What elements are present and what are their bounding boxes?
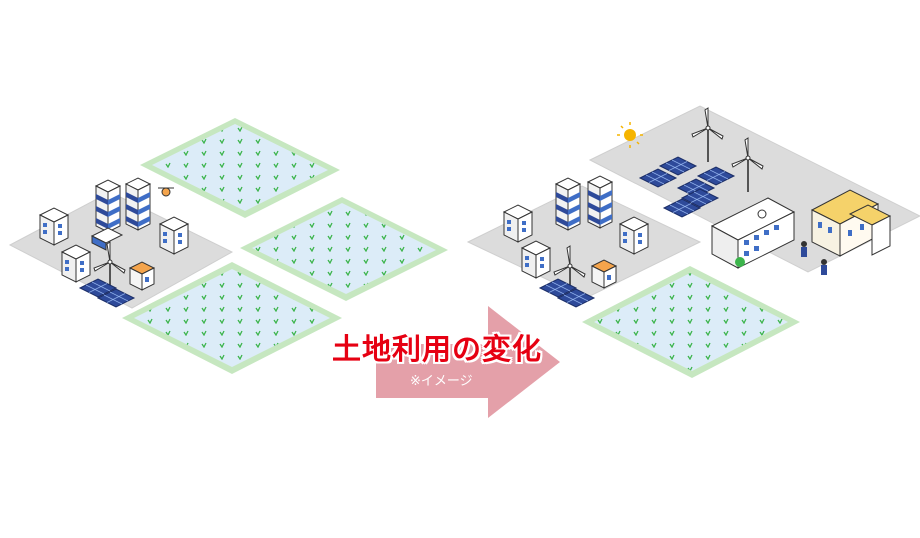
house xyxy=(591,259,617,289)
after-scene xyxy=(466,105,920,378)
bus xyxy=(90,227,124,251)
sun-icon xyxy=(617,122,643,148)
office-tower xyxy=(125,177,151,231)
caption-note: ※イメージ xyxy=(410,374,473,389)
pedestrian xyxy=(801,241,827,275)
rice-paddy xyxy=(582,266,800,378)
office-tower xyxy=(555,177,581,231)
before-scene xyxy=(8,118,448,374)
rice-paddy xyxy=(240,197,448,301)
tree xyxy=(735,257,745,267)
caption-title: 土地利用の変化 xyxy=(332,332,543,366)
drone xyxy=(158,187,174,197)
building xyxy=(159,216,189,255)
building xyxy=(61,244,91,283)
building xyxy=(619,216,649,255)
building xyxy=(521,240,551,279)
house xyxy=(129,261,155,291)
public-building xyxy=(710,197,796,269)
rice-paddy xyxy=(140,118,340,218)
rice-paddy xyxy=(122,262,342,374)
school xyxy=(810,189,892,257)
building xyxy=(39,207,69,246)
office-tower xyxy=(587,175,613,229)
building xyxy=(503,204,533,243)
transition-arrow xyxy=(376,306,560,418)
office-tower xyxy=(95,179,121,233)
